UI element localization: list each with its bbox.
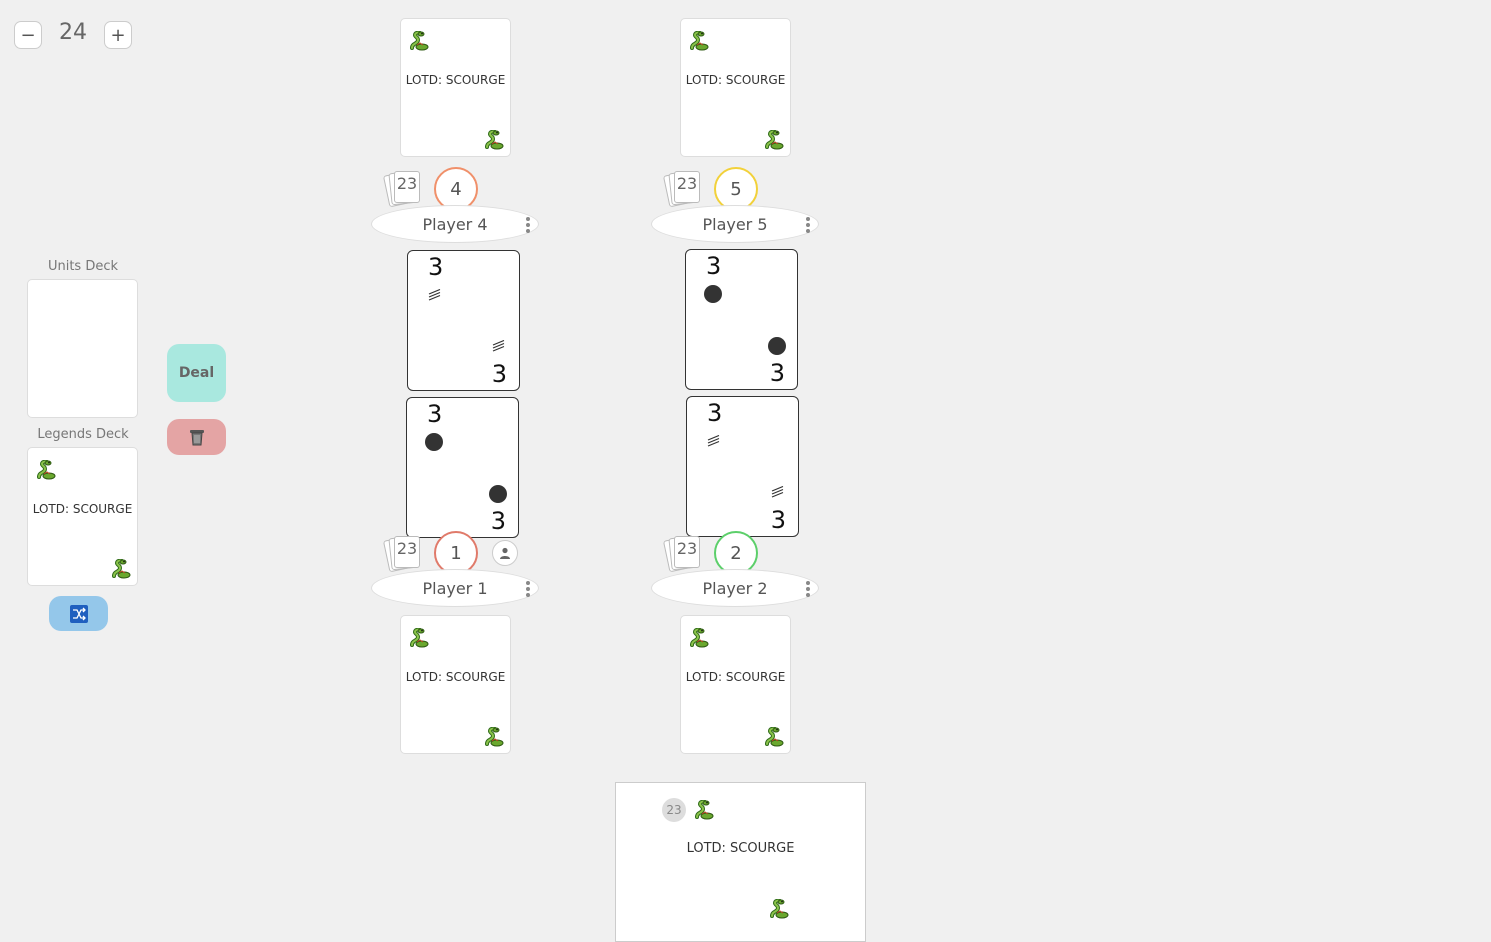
preview-count-badge: 23 — [662, 798, 686, 822]
shuffle-button[interactable] — [49, 596, 108, 631]
snake-icon — [484, 727, 504, 747]
units-deck[interactable] — [27, 279, 138, 418]
player-1-legend-card[interactable]: LOTD: SCOURGE — [400, 615, 511, 754]
player-2-hand-count: 23 — [662, 535, 700, 573]
legend-preview-card: 23 LOTD: SCOURGE — [615, 782, 866, 942]
dot-pip-icon — [425, 433, 443, 451]
player-1-unit-card[interactable]: 3 3 — [406, 397, 519, 538]
snake-icon — [694, 800, 714, 820]
player-1-hand-count: 23 — [382, 535, 420, 573]
snake-icon — [764, 727, 784, 747]
increase-button[interactable]: + — [104, 21, 132, 49]
shuffle-icon — [69, 604, 88, 623]
snake-icon — [769, 899, 789, 919]
legend-card-name: LOTD: SCOURGE — [685, 73, 786, 87]
player-2-name: Player 2 — [651, 569, 819, 607]
snake-icon — [409, 31, 429, 51]
preview-card-name: LOTD: SCOURGE — [686, 841, 795, 856]
player-5-menu-icon[interactable] — [806, 217, 810, 235]
player-4-legend-card[interactable]: LOTD: SCOURGE — [400, 18, 511, 157]
snake-icon — [484, 130, 504, 150]
lines-pip-icon — [428, 289, 442, 301]
player-4-seat-number: 4 — [434, 167, 478, 211]
snake-icon — [409, 628, 429, 648]
lines-pip-icon — [707, 435, 721, 447]
player-5-name: Player 5 — [651, 205, 819, 243]
player-4-unit-card[interactable]: 3 3 — [407, 250, 520, 391]
snake-icon — [764, 130, 784, 150]
player-4-menu-icon[interactable] — [526, 217, 530, 235]
player-1-name: Player 1 — [371, 569, 539, 607]
legend-card-name: LOTD: SCOURGE — [685, 670, 786, 684]
snake-icon — [111, 559, 131, 579]
snake-icon — [36, 460, 56, 480]
units-deck-label: Units Deck — [47, 259, 119, 274]
decrease-button[interactable]: − — [14, 21, 42, 49]
player-2-unit-card[interactable]: 3 3 — [686, 396, 799, 537]
player-4-hand-count: 23 — [382, 170, 420, 208]
player-2-menu-icon[interactable] — [806, 581, 810, 599]
snake-icon — [689, 31, 709, 51]
person-icon — [500, 547, 510, 559]
dot-pip-icon — [489, 485, 507, 503]
count-value: 24 — [59, 20, 87, 45]
plus-icon: + — [110, 24, 126, 46]
legends-deck-label: Legends Deck — [37, 427, 129, 442]
legend-card-name: LOTD: SCOURGE — [405, 670, 506, 684]
player-5-seat-number: 5 — [714, 167, 758, 211]
minus-icon: − — [20, 24, 36, 46]
discard-button[interactable] — [167, 419, 226, 455]
trash-icon — [189, 430, 204, 446]
player-1-avatar-button[interactable] — [492, 540, 518, 566]
player-1-menu-icon[interactable] — [526, 581, 530, 599]
legend-card-name: LOTD: SCOURGE — [32, 502, 133, 516]
dot-pip-icon — [768, 337, 786, 355]
dot-pip-icon — [704, 285, 722, 303]
player-4-name: Player 4 — [371, 205, 539, 243]
player-5-legend-card[interactable]: LOTD: SCOURGE — [680, 18, 791, 157]
lines-pip-icon — [492, 340, 506, 352]
legends-deck[interactable]: LOTD: SCOURGE — [27, 447, 138, 586]
lines-pip-icon — [771, 486, 785, 498]
deal-button[interactable]: Deal — [167, 344, 226, 402]
snake-icon — [689, 628, 709, 648]
player-5-unit-card[interactable]: 3 3 — [685, 249, 798, 390]
legend-card-name: LOTD: SCOURGE — [405, 73, 506, 87]
player-5-hand-count: 23 — [662, 170, 700, 208]
player-2-legend-card[interactable]: LOTD: SCOURGE — [680, 615, 791, 754]
